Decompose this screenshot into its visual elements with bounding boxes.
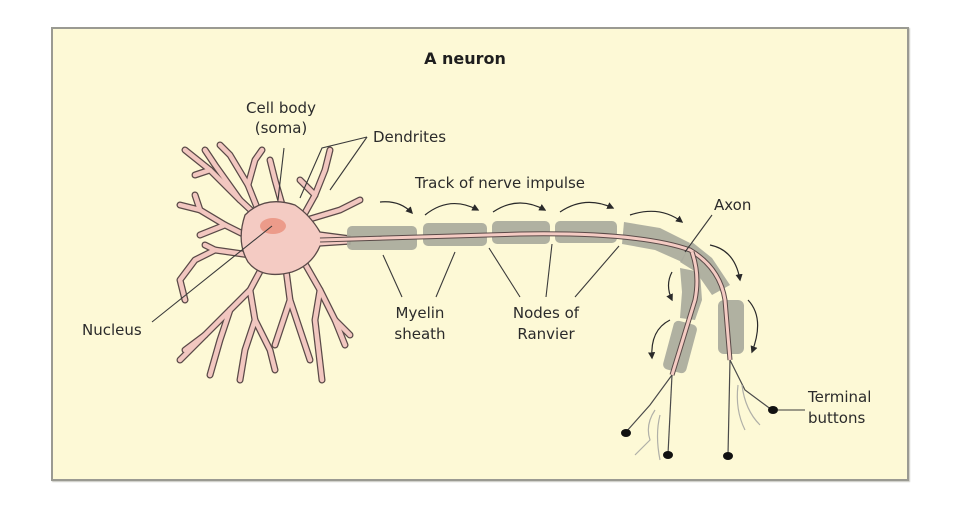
label-track-of-nerve-impulse: Track of nerve impulse — [414, 174, 585, 192]
nucleus — [260, 218, 286, 234]
leader-lines — [151, 136, 805, 411]
label-myelin: Myelin — [396, 304, 445, 322]
label-cell-body: Cell body — [246, 99, 316, 117]
label-ranvier: Ranvier — [517, 325, 575, 343]
label-dendrites: Dendrites — [373, 128, 446, 146]
myelin-sheath — [347, 221, 744, 374]
label-terminal: Terminal — [807, 388, 871, 406]
impulse-arrows — [379, 201, 759, 360]
terminal-buttons — [621, 406, 778, 460]
label-nucleus: Nucleus — [82, 321, 142, 339]
axon — [319, 231, 733, 376]
label-nodes-of: Nodes of — [513, 304, 580, 322]
axon-terminals — [625, 359, 773, 461]
label-buttons: buttons — [808, 409, 865, 427]
label-axon: Axon — [714, 196, 751, 214]
dendrites — [176, 141, 364, 384]
diagram-title: A neuron — [424, 49, 506, 68]
label-soma: (soma) — [255, 119, 308, 137]
label-sheath: sheath — [394, 325, 445, 343]
